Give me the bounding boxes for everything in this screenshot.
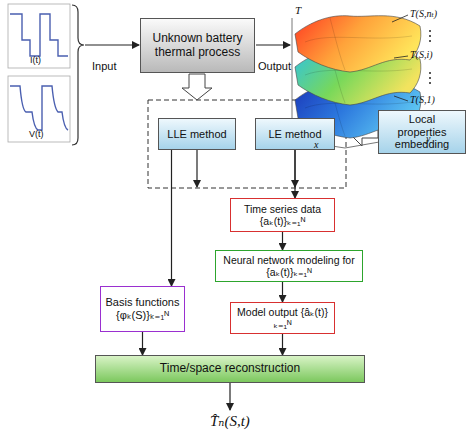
axis-label: x bbox=[314, 139, 318, 150]
method-box: LLE method bbox=[158, 118, 236, 150]
flow-connector bbox=[171, 150, 172, 286]
current-wave bbox=[10, 14, 68, 56]
box-text: LE method bbox=[268, 128, 321, 141]
box-text: Neural network modeling for {aₖ(t)}ₖ₌₁ᴺ bbox=[220, 254, 358, 278]
signal-name: I(t) bbox=[30, 56, 41, 66]
ellipsis-dot bbox=[429, 82, 431, 84]
axis-label: T bbox=[295, 4, 301, 16]
ellipsis-dot bbox=[429, 77, 431, 79]
curly-brace bbox=[72, 5, 84, 145]
box-text: Unknown battery thermal process bbox=[145, 32, 250, 60]
data-box: Time series data {aₖ(t)}ₖ₌₁ᴺ bbox=[230, 198, 335, 232]
input-arrow bbox=[85, 44, 139, 45]
leader-line bbox=[394, 96, 408, 101]
axis-label: y bbox=[426, 133, 430, 144]
leader-line bbox=[392, 15, 408, 22]
signal-name: V(t) bbox=[29, 130, 44, 140]
output-arrow bbox=[256, 44, 290, 45]
voltage-wave bbox=[10, 86, 68, 130]
method-box: LE method bbox=[255, 118, 335, 150]
data-box: Model output {âₖ(t)}ₖ₌₁ᴺ bbox=[230, 302, 335, 334]
surface-label: T(S,1) bbox=[410, 94, 435, 105]
flow-connector bbox=[294, 150, 295, 198]
box-text: Model output {âₖ(t)}ₖ₌₁ᴺ bbox=[235, 306, 330, 330]
surface-label: T(S,nₜ) bbox=[410, 8, 437, 19]
process-box: Time/space reconstruction bbox=[95, 355, 365, 383]
temperature-surface bbox=[295, 16, 421, 72]
box-text: Local properties embedding bbox=[383, 113, 461, 151]
surface-grid bbox=[305, 18, 412, 70]
ellipsis-dot bbox=[429, 30, 431, 32]
ellipsis-dot bbox=[429, 35, 431, 37]
flow-label: Output bbox=[258, 60, 291, 72]
leader-line bbox=[394, 56, 408, 58]
data-box: Basis functions {φₖ(S)}ₖ₌₁ᴺ bbox=[100, 286, 185, 332]
hollow-arrow bbox=[182, 74, 212, 100]
box-text: Time/space reconstruction bbox=[160, 362, 300, 376]
ellipsis-dot bbox=[429, 72, 431, 74]
result-arrow bbox=[229, 383, 230, 410]
flow-connector bbox=[142, 332, 143, 355]
ellipsis-dot bbox=[429, 40, 431, 42]
flow-label: Input bbox=[92, 60, 116, 72]
current-plot bbox=[8, 4, 70, 68]
flow-connector bbox=[282, 334, 283, 355]
input-box: Local properties embedding bbox=[378, 110, 466, 154]
flow-connector bbox=[282, 232, 283, 250]
voltage-plot bbox=[8, 76, 70, 142]
process-box: Unknown battery thermal process bbox=[140, 18, 255, 73]
flow-arrow bbox=[196, 150, 197, 187]
box-text: Basis functions {φₖ(S)}ₖ₌₁ᴺ bbox=[105, 296, 180, 321]
surface-label: T(S,i) bbox=[410, 49, 433, 60]
flow-connector bbox=[282, 282, 283, 302]
output-symbol: T̂ₙ(S,t) bbox=[210, 413, 250, 430]
box-text: Time series data {aₖ(t)}ₖ₌₁ᴺ bbox=[235, 203, 330, 227]
box-text: LLE method bbox=[167, 128, 226, 141]
model-box: Neural network modeling for {aₖ(t)}ₖ₌₁ᴺ bbox=[215, 250, 363, 282]
